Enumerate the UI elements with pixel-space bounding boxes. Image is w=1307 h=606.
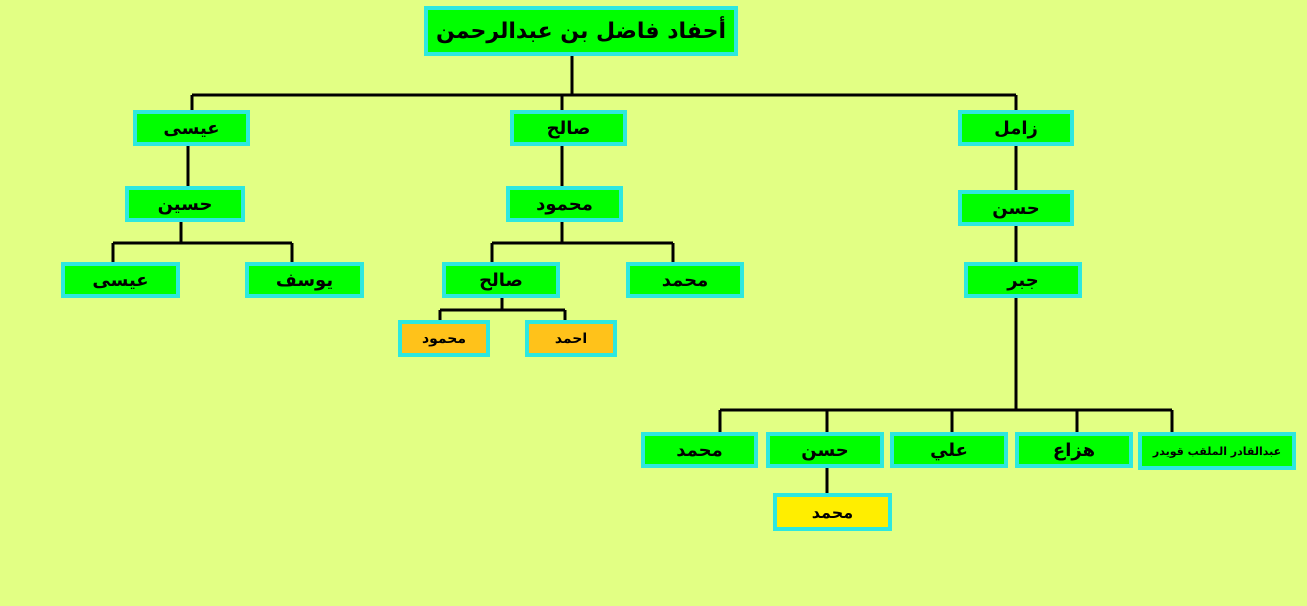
node-mahmud: محمود <box>506 186 623 222</box>
node-husain-isa: عيسى <box>61 262 180 298</box>
node-jabr: جبر <box>964 262 1082 298</box>
node-root: أحفاد فاضل بن عبدالرحمن <box>424 6 738 56</box>
node-hasan-muhammad: محمد <box>773 493 892 531</box>
node-zamil: زامل <box>958 110 1074 146</box>
node-ahmad: احمد <box>525 320 617 357</box>
node-yusuf: يوسف <box>245 262 364 298</box>
node-salih: صالح <box>510 110 627 146</box>
node-salih2-mahmud: محمود <box>398 320 490 357</box>
node-jabr-muhammad: محمد <box>641 432 758 468</box>
node-husain: حسين <box>125 186 245 222</box>
node-zamil-hasan: حسن <box>958 190 1074 226</box>
node-mahmud-muhammad: محمد <box>626 262 744 298</box>
node-ali: علي <box>890 432 1008 468</box>
node-isa: عيسى <box>133 110 250 146</box>
node-abdulqadir: عبدالقادر الملقب قويدر <box>1138 432 1296 470</box>
node-salih2: صالح <box>442 262 560 298</box>
node-hazza: هزاع <box>1015 432 1133 468</box>
node-jabr-hasan: حسن <box>766 432 884 468</box>
